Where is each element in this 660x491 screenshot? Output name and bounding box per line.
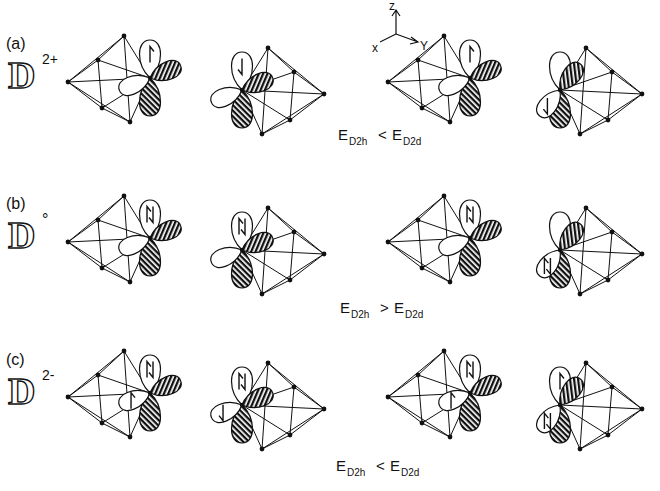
orbital-lobe [147,57,184,86]
energy-subscript: D2h [351,310,369,320]
axis-label: x [372,42,378,54]
orbital-lobe [467,57,504,86]
orbital-lobe [436,70,473,99]
d-orbital [208,52,276,128]
orbital-lobe [533,399,568,436]
electron-arrow [238,58,242,74]
orbital-lobe [116,230,153,259]
electron-arrow [546,413,550,429]
orbital-lobe [239,69,276,98]
d-orbital [533,367,588,443]
charge-superscript: 2- [42,368,54,382]
orbital-lobe [208,397,245,426]
panel-letter: (b) [6,196,26,212]
d-orbital [208,212,276,288]
charge-superscript: 2+ [42,52,58,66]
electron-arrow [543,98,547,114]
energy-symbol: E [338,127,348,142]
d-orbital [116,40,184,116]
electron-arrow [470,46,474,62]
d-orbital [436,355,504,431]
electron-arrow [131,393,135,409]
energy-symbol: E [340,300,350,315]
orbital-lobe [533,84,568,121]
coordination-polyhedron [560,206,644,297]
d-orbital [436,40,504,116]
dimer-row [66,34,645,137]
orbital-lobe [208,82,245,111]
electron-arrow [219,405,223,421]
orbital-lobe [208,242,245,271]
energy-subscript: D2h [349,137,367,147]
d-orbital [533,52,588,128]
electron-arrow [451,393,455,409]
electron-arrow [241,373,245,389]
axis-label: Y [420,40,428,52]
panel-letter: (c) [6,352,25,368]
charge-superscript: ° [42,212,48,228]
energy-relation: < [378,127,387,142]
energy-subscript: D2d [401,468,419,478]
electron-arrow [149,206,153,222]
d-orbital [208,367,276,443]
d-orbital [436,200,504,276]
molecule-symbol: D [8,56,35,94]
molecule-symbol: D [8,372,35,410]
electron-arrow [149,361,153,377]
electron-arrow [469,206,473,222]
d-orbital [116,200,184,276]
panel-letter: (a) [6,36,26,52]
orbital-lobe [436,385,473,414]
electron-arrow [241,218,245,234]
energy-subscript: D2d [403,137,421,147]
electron-arrow [150,46,154,62]
orbital-lobe [116,385,153,414]
molecule-symbol: D [8,216,35,254]
electron-arrow [546,258,550,274]
axes [380,10,418,44]
energy-subscript: D2d [405,310,423,320]
electron-arrow [469,361,473,377]
energy-symbol: E [392,127,402,142]
orbital-lobe [116,70,153,99]
electron-arrow [560,373,564,389]
energy-symbol: E [390,458,400,473]
energy-relation: > [380,300,389,315]
orbital-lobe [533,244,568,281]
dimer-row [66,349,645,452]
orbital-lobe [553,58,588,95]
d-orbital [533,212,588,288]
coordination-polyhedron [560,361,644,452]
dimer-row [66,194,645,297]
axis-label: z [389,0,395,12]
energy-subscript: D2h [347,468,365,478]
energy-symbol: E [336,458,346,473]
orbital-lobe [553,218,588,255]
energy-symbol: E [394,300,404,315]
orbital-lobe [553,373,588,410]
d-orbital [116,355,184,431]
energy-relation: < [376,458,385,473]
orbital-lobe [436,230,473,259]
coordination-polyhedron [560,46,644,137]
